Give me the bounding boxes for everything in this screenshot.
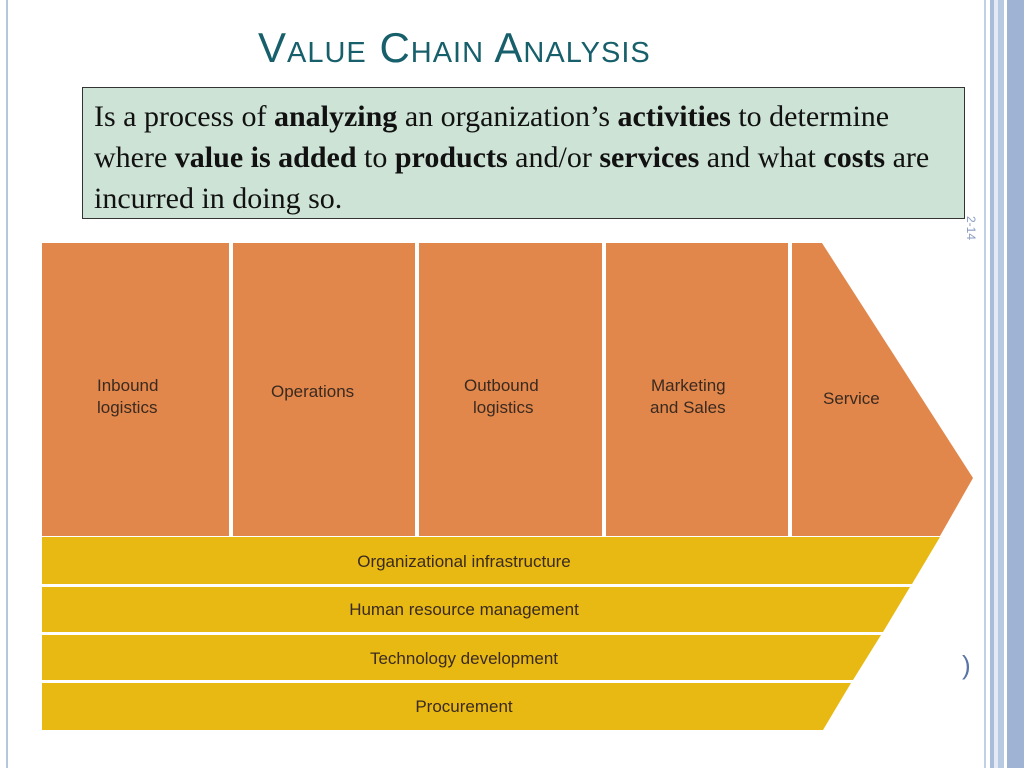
definition-keyword: costs bbox=[823, 141, 886, 174]
left-frame-line bbox=[6, 0, 8, 768]
primary-block-service bbox=[792, 243, 973, 536]
primary-label-service: Service bbox=[823, 389, 880, 408]
right-decorative-stripes bbox=[976, 0, 1024, 768]
primary-label-inbound-logistics: Inbound logistics bbox=[97, 376, 163, 417]
support-bar-procurement bbox=[42, 683, 851, 730]
slide-number: 2-14 bbox=[964, 215, 978, 241]
definition-keyword: products bbox=[394, 141, 508, 174]
primary-label-outbound-logistics: Outbound logistics bbox=[464, 376, 543, 417]
primary-block-outbound-logistics bbox=[419, 243, 602, 536]
definition-text: are incurred in doing so. bbox=[94, 141, 930, 215]
support-label-technology-development: Technology development bbox=[370, 649, 558, 668]
support-bar-organizational-infrastructure bbox=[42, 537, 940, 584]
support-label-procurement: Procurement bbox=[415, 697, 513, 716]
support-label-organizational-infrastructure: Organizational infrastructure bbox=[357, 552, 571, 571]
definition-keyword: services bbox=[599, 141, 700, 174]
corner-mark: ) bbox=[962, 650, 971, 680]
support-bar-technology-development bbox=[42, 635, 881, 680]
definition-text: an organization’s bbox=[397, 100, 618, 133]
definition-text: and/or bbox=[507, 141, 600, 174]
primary-block-operations bbox=[233, 243, 415, 536]
slide-title: Value Chain Analysis bbox=[258, 24, 651, 71]
definition-keyword: value is added bbox=[174, 141, 357, 174]
definition-keyword: analyzing bbox=[273, 100, 398, 133]
primary-block-inbound-logistics bbox=[42, 243, 229, 536]
definition-text: to determine where bbox=[94, 100, 890, 174]
support-label-human-resource-management: Human resource management bbox=[349, 600, 579, 619]
definition-text: to bbox=[356, 141, 395, 174]
definition-box: Is a process of analyzing an organizatio… bbox=[82, 87, 965, 219]
definition-keyword: activities bbox=[617, 100, 731, 133]
primary-label-operations: Operations bbox=[271, 382, 354, 401]
definition-text: and what bbox=[699, 141, 824, 174]
primary-label-marketing-and-sales: Marketing and Sales bbox=[650, 376, 730, 417]
primary-block-marketing-and-sales bbox=[606, 243, 788, 536]
support-bar-human-resource-management bbox=[42, 587, 910, 632]
definition-text: Is a process of bbox=[94, 100, 274, 133]
